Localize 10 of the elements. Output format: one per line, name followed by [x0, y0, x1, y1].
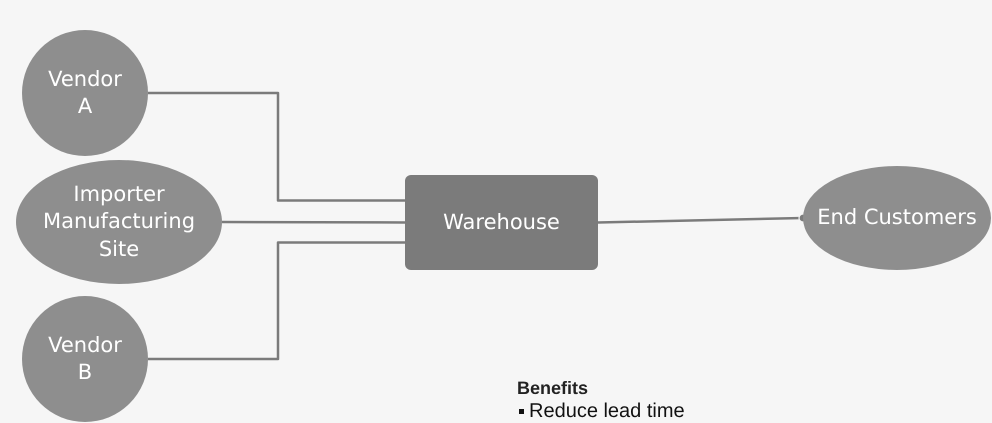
benefits-heading: Benefits — [517, 378, 588, 399]
process-box: Warehouse — [405, 175, 598, 270]
circle-node: Vendor B — [22, 296, 148, 422]
connector-line — [148, 241, 405, 360]
connector-line — [222, 220, 405, 224]
ellipse-node: Importer Manufacturing Site — [16, 160, 222, 284]
circle-node: Vendor A — [22, 30, 148, 156]
ellipse-node: End Customers — [803, 166, 991, 270]
bullet-text: Reduce lead time — [529, 400, 685, 422]
connector-line — [148, 92, 405, 202]
